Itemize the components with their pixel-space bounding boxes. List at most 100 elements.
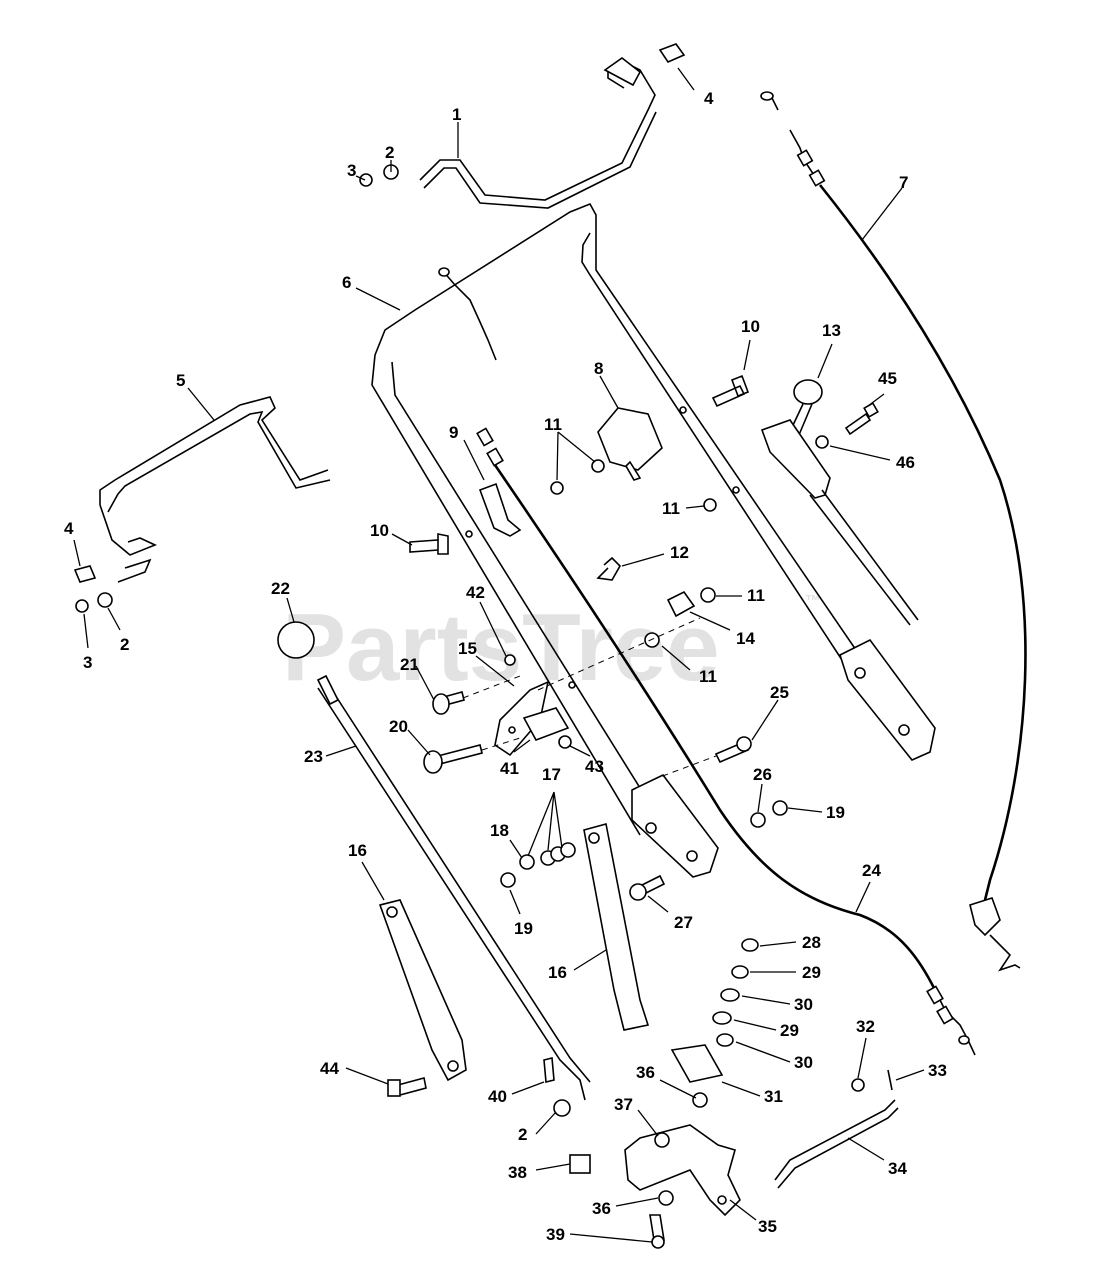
callout-36: 36	[592, 1199, 611, 1218]
cable-ferrule	[926, 985, 944, 1005]
cable-hook	[989, 934, 1021, 972]
nut-part	[644, 632, 660, 648]
callout-13: 13	[822, 321, 841, 340]
washer-part	[97, 592, 113, 608]
handle-hole	[568, 681, 576, 689]
drive-cable-upper-end	[441, 269, 497, 361]
grip-part	[658, 43, 686, 64]
handle-hole	[645, 822, 657, 834]
washer-part	[741, 938, 759, 952]
nut-part	[75, 599, 89, 613]
callout-23: 23	[304, 747, 323, 766]
link-rod-part	[774, 1099, 899, 1189]
bolt-head	[423, 750, 443, 774]
washer-part	[553, 1099, 571, 1117]
watermark-trademark: ™	[805, 593, 821, 610]
cable-eyelet	[760, 91, 774, 101]
shift-block-part	[522, 707, 570, 741]
pin-part	[543, 1056, 555, 1084]
throttle-cable-part	[818, 184, 1027, 901]
cable-ferrule	[808, 169, 826, 187]
parts-artwork	[73, 43, 1027, 1249]
callout-16: 16	[548, 963, 567, 982]
bolt-part	[397, 1077, 427, 1096]
hairpin-part	[596, 556, 621, 581]
control-bail-part	[99, 396, 331, 583]
screw-head	[651, 1235, 665, 1249]
nut-part	[359, 173, 373, 187]
callout-20: 20	[389, 717, 408, 736]
control-box-part	[597, 407, 663, 471]
nut-part	[750, 812, 766, 828]
callout-3: 3	[83, 653, 92, 672]
callout-44: 44	[320, 1059, 339, 1078]
callout-37: 37	[614, 1095, 633, 1114]
washer-part	[519, 854, 535, 870]
upper-handle-part	[371, 202, 857, 836]
callout-42: 42	[466, 583, 485, 602]
callout-41: 41	[500, 759, 519, 778]
callout-11: 11	[747, 586, 765, 605]
handle-hole	[854, 667, 866, 679]
nut-part	[654, 1132, 670, 1148]
washer-part	[716, 1033, 734, 1047]
callout-12: 12	[670, 543, 689, 562]
dashed-guide	[462, 617, 701, 751]
callout-2: 2	[120, 635, 129, 654]
callout-25: 25	[770, 683, 789, 702]
rod-thread	[316, 674, 340, 706]
spacer-part	[558, 735, 572, 749]
washer-part	[815, 435, 829, 449]
cable-end-fittings	[764, 91, 819, 183]
callout-30: 30	[794, 995, 813, 1014]
washer-part	[712, 1011, 732, 1025]
bolt-washer	[736, 736, 752, 752]
callout-4: 4	[64, 519, 74, 538]
handle-hole	[898, 724, 910, 736]
watermark: PartsTree	[282, 594, 720, 701]
callout-2: 2	[385, 143, 394, 162]
callout-24: 24	[862, 861, 881, 880]
callout-31: 31	[764, 1087, 783, 1106]
callout-22: 22	[271, 579, 290, 598]
callout-8: 8	[594, 359, 603, 378]
callout-29: 29	[780, 1021, 799, 1040]
screw-part	[844, 412, 872, 436]
throttle-control-part	[760, 419, 831, 499]
callout-30: 30	[794, 1053, 813, 1072]
control-box-tab	[625, 460, 642, 481]
bail-clip	[603, 57, 642, 87]
callout-6: 6	[342, 273, 351, 292]
nut-part	[700, 587, 716, 603]
spacer-part	[504, 654, 516, 666]
cable-clip-part	[478, 482, 522, 537]
nut-part	[658, 1190, 674, 1206]
cable-lower-end	[969, 897, 1001, 937]
callout-10: 10	[370, 521, 389, 540]
callout-33: 33	[928, 1061, 947, 1080]
callout-43: 43	[585, 757, 604, 776]
shift-bracket-hole	[508, 726, 516, 734]
callout-9: 9	[449, 423, 458, 442]
bolt-head	[387, 1079, 401, 1097]
cable-ferrule	[486, 447, 504, 467]
shift-rod-part	[317, 683, 591, 1101]
callout-19: 19	[514, 919, 533, 938]
spacer-part	[569, 1154, 591, 1174]
drive-cable-part	[493, 464, 937, 991]
control-bracket-part	[624, 1124, 741, 1217]
washer-part	[560, 842, 576, 858]
height-arm-part	[583, 823, 650, 1031]
nut-part	[591, 459, 605, 473]
callout-18: 18	[490, 821, 509, 840]
callout-11: 11	[544, 415, 562, 434]
callout-27: 27	[674, 913, 693, 932]
nut-part	[703, 498, 717, 512]
throttle-rod	[809, 489, 919, 626]
callout-35: 35	[758, 1217, 777, 1236]
height-arm-part	[378, 899, 467, 1082]
callout-38: 38	[508, 1163, 527, 1182]
bracket-hole	[717, 1195, 727, 1205]
callout-46: 46	[896, 453, 915, 472]
